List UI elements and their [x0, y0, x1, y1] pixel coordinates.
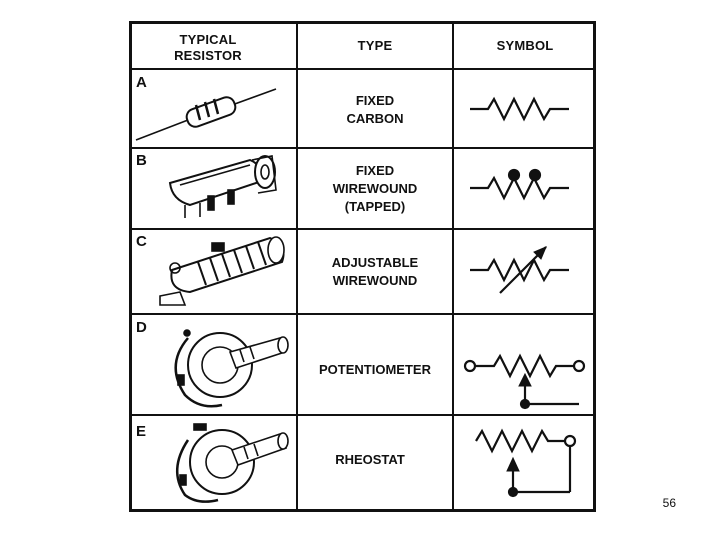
tapped-wirewound-resistor-icon [168, 155, 277, 218]
rheostat-icon [176, 423, 289, 503]
type-label-rheostat: RHEOSTAT [335, 452, 405, 467]
type-label-potentiometer: POTENTIOMETER [319, 362, 431, 377]
row-letter-a: A [136, 74, 147, 91]
type-label-fixed-wirewound-tapped: FIXED WIREWOUND (TAPPED) [332, 163, 418, 214]
type-label-adjustable-wirewound: ADJUSTABLE WIREWOUND [331, 255, 419, 288]
adjustable-resistor-symbol-icon [470, 246, 569, 294]
row-letter-b: B [136, 152, 147, 169]
row-letter-c: C [136, 233, 147, 250]
row-letter-d: D [136, 319, 147, 336]
resistor-table [129, 21, 596, 512]
row-letter-e: E [136, 423, 147, 440]
adjustable-wirewound-resistor-icon [159, 236, 285, 306]
fixed-resistor-symbol-icon [470, 96, 569, 122]
potentiometer-icon [174, 329, 289, 408]
header-typical-resistor: TYPICAL RESISTOR [174, 32, 242, 63]
tapped-resistor-symbol-icon [470, 168, 569, 201]
rheostat-symbol-icon [475, 428, 577, 498]
header-symbol: SYMBOL [496, 38, 554, 53]
page-number: 56 [662, 496, 676, 510]
potentiometer-symbol-icon [463, 353, 586, 410]
header-type: TYPE [357, 38, 393, 53]
type-label-fixed-carbon: FIXED CARBON [346, 93, 404, 126]
carbon-resistor-icon [135, 88, 277, 141]
